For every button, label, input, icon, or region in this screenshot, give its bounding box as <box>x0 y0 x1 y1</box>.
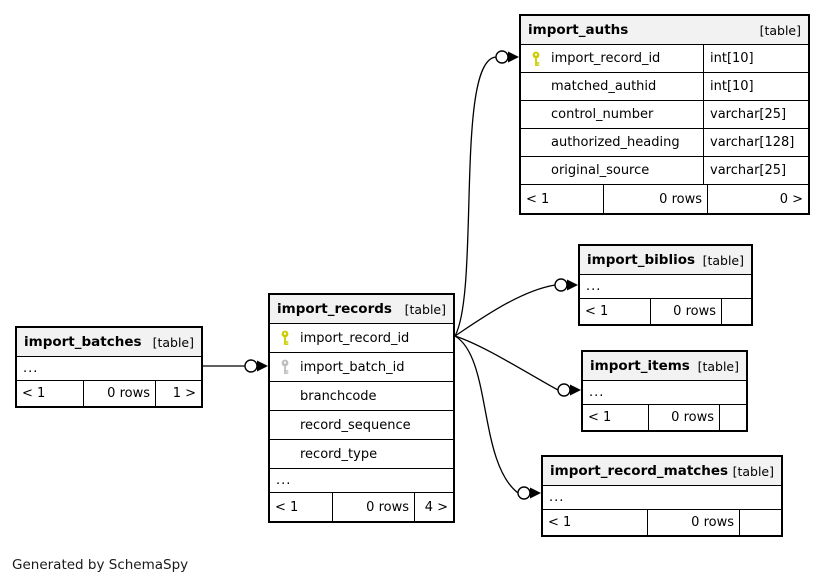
row-count: 0 rows <box>650 299 721 324</box>
column-name: branchcode <box>300 388 377 404</box>
table-type-tag: [table] <box>759 22 801 38</box>
relationship-records-to-matches <box>454 335 541 500</box>
column-name: import_batch_id <box>300 359 405 375</box>
column-row-matched-authid: matched_authid int[10] <box>521 72 808 100</box>
schemaspy-credit: Generated by SchemaSpy <box>12 557 189 573</box>
hidden-columns-ellipsis: ... <box>549 490 565 505</box>
table-type-tag: [table] <box>404 301 446 317</box>
column-row-import-record-id: import_record_id int[10] <box>521 44 808 72</box>
hidden-columns-ellipsis: ... <box>589 385 605 400</box>
table-import-record-matches[interactable]: import_record_matches [table] ... < 1 0 … <box>541 455 783 537</box>
table-name: import_biblios <box>587 252 696 268</box>
primary-key-icon <box>521 51 551 67</box>
column-name: import_record_id <box>551 51 661 66</box>
column-row-record-sequence: record_sequence <box>270 410 453 439</box>
column-row-ellipsis: ... <box>17 356 201 380</box>
table-import-items[interactable]: import_items [table] ... < 1 0 rows <box>581 350 748 432</box>
table-header-import-auths[interactable]: import_auths [table] <box>521 16 808 44</box>
column-type: varchar[25] <box>703 101 808 128</box>
row-count: 0 rows <box>83 381 155 406</box>
foreign-key-icon <box>270 359 300 375</box>
parents-count: < 1 <box>548 515 572 530</box>
children-count <box>721 299 751 324</box>
parents-count: < 1 <box>22 386 46 401</box>
row-count: 0 rows <box>647 510 739 535</box>
column-row-import-record-id: import_record_id <box>270 323 453 352</box>
column-row-record-type: record_type <box>270 439 453 468</box>
table-name: import_items <box>590 358 690 374</box>
column-row-ellipsis: ... <box>543 485 781 509</box>
parents-count: < 1 <box>588 410 612 425</box>
column-type: int[10] <box>703 73 808 100</box>
table-name: import_records <box>277 301 392 317</box>
table-type-tag: [table] <box>732 463 774 479</box>
children-count: 1 > <box>155 381 201 406</box>
table-type-tag: [table] <box>702 252 744 268</box>
children-count <box>739 510 781 535</box>
table-import-biblios[interactable]: import_biblios [table] ... < 1 0 rows <box>578 244 753 326</box>
column-row-import-batch-id: import_batch_id <box>270 352 453 381</box>
column-name: authorized_heading <box>551 135 680 150</box>
column-row-ellipsis: ... <box>583 380 746 404</box>
table-name: import_batches <box>24 334 142 350</box>
table-name: import_record_matches <box>550 463 729 479</box>
parents-count: < 1 <box>526 191 550 207</box>
table-footer: < 1 0 rows <box>583 404 746 430</box>
parents-count: < 1 <box>585 304 609 319</box>
column-row-branchcode: branchcode <box>270 381 453 410</box>
column-type: int[10] <box>703 45 808 72</box>
table-footer: < 1 0 rows <box>580 298 751 324</box>
hidden-columns-ellipsis: ... <box>276 473 292 488</box>
row-count: 0 rows <box>648 405 719 430</box>
relationship-records-to-biblios <box>454 278 578 337</box>
parents-count: < 1 <box>275 499 299 515</box>
table-header-import-batches[interactable]: import_batches [table] <box>17 328 201 356</box>
column-name: matched_authid <box>551 79 657 94</box>
table-footer: < 1 0 rows 4 > <box>270 492 453 521</box>
table-header-import-items[interactable]: import_items [table] <box>583 352 746 380</box>
column-name: record_type <box>300 446 378 462</box>
row-count: 0 rows <box>603 185 707 213</box>
column-row-control-number: control_number varchar[25] <box>521 100 808 128</box>
hidden-columns-ellipsis: ... <box>23 361 39 376</box>
primary-key-icon <box>270 330 300 346</box>
table-footer: < 1 0 rows 1 > <box>17 380 201 406</box>
table-import-records[interactable]: import_records [table] import_record_id … <box>268 293 455 523</box>
table-type-tag: [table] <box>697 358 739 374</box>
column-row-ellipsis: ... <box>270 468 453 492</box>
table-import-auths[interactable]: import_auths [table] import_record_id in… <box>519 14 810 215</box>
children-count: 4 > <box>414 493 453 521</box>
hidden-columns-ellipsis: ... <box>586 279 602 294</box>
table-header-import-biblios[interactable]: import_biblios [table] <box>580 246 751 274</box>
relationship-records-to-auths <box>454 50 519 337</box>
table-import-batches[interactable]: import_batches [table] ... < 1 0 rows 1 … <box>15 326 203 408</box>
column-name: control_number <box>551 107 654 122</box>
table-footer: < 1 0 rows <box>543 509 781 535</box>
table-name: import_auths <box>528 22 629 38</box>
column-type: varchar[25] <box>703 157 808 184</box>
table-footer: < 1 0 rows 0 > <box>521 184 808 213</box>
column-row-ellipsis: ... <box>580 274 751 298</box>
column-name: import_record_id <box>300 330 410 346</box>
row-count: 0 rows <box>332 493 414 521</box>
column-name: record_sequence <box>300 417 411 433</box>
table-type-tag: [table] <box>152 334 194 350</box>
table-header-import-record-matches[interactable]: import_record_matches [table] <box>543 457 781 485</box>
table-header-import-records[interactable]: import_records [table] <box>270 295 453 323</box>
column-type: varchar[128] <box>703 129 808 156</box>
column-name: original_source <box>551 163 650 178</box>
children-count <box>719 405 746 430</box>
relationship-records-to-items <box>454 335 581 397</box>
children-count: 0 > <box>707 185 808 213</box>
relationship-batches-to-records <box>203 359 268 373</box>
column-row-original-source: original_source varchar[25] <box>521 156 808 184</box>
column-row-authorized-heading: authorized_heading varchar[128] <box>521 128 808 156</box>
